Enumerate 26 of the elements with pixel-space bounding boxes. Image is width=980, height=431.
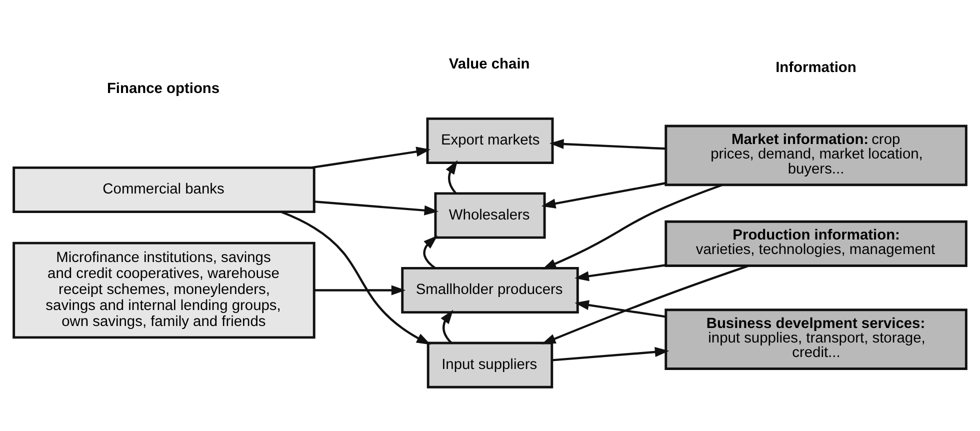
node-box: Business develpment services: input supplies, transport, storage, credit...: [664, 308, 968, 370]
arrow: [440, 310, 454, 344]
node-box: Microfinance institutions, savings and credit cooperatives, warehouse receipt schemes, moneylenders, savings and internal lending groups, own savings, family and friends: [12, 242, 316, 339]
node-box: Market information: crop prices, demand, market location, buyers...: [664, 124, 968, 186]
arrow: [280, 210, 431, 345]
node-box: Export markets: [426, 117, 554, 164]
node-box: Input suppliers: [426, 342, 554, 388]
node-box: Production information: varieties, technologies, management: [664, 220, 968, 267]
node-box: Smallholder producers: [401, 266, 579, 314]
arrow: [314, 285, 406, 296]
arrow: [541, 182, 666, 208]
arrow: [310, 146, 431, 169]
label: Value chain: [448, 56, 530, 73]
node-box: Wholesalers: [434, 192, 546, 239]
arrow: [552, 347, 670, 362]
arrow: [446, 160, 458, 194]
arrow: [574, 264, 666, 282]
arrow: [574, 300, 666, 318]
arrow: [541, 264, 749, 344]
arrow: [314, 200, 439, 216]
label: Information: [776, 60, 856, 76]
arrow: [542, 184, 723, 270]
arrow: [550, 139, 666, 150]
node-box: Commercial banks: [12, 166, 316, 214]
arrow: [423, 235, 438, 269]
label: Finance options: [106, 81, 220, 98]
